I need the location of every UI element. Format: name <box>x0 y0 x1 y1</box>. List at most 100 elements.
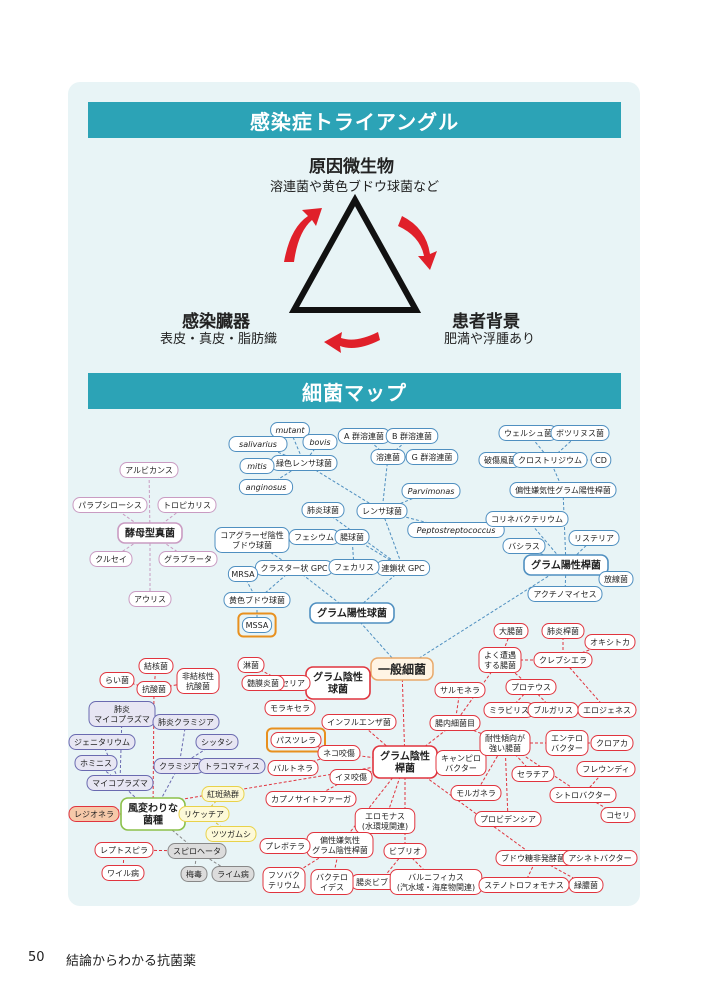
map-node-box <box>239 458 275 474</box>
map-node-box <box>264 700 316 716</box>
map-node-hominis: ホミニス <box>74 755 118 771</box>
map-node-label: バルトネラ <box>273 764 313 773</box>
map-node-mrsa: MRSA <box>227 566 259 582</box>
map-edge <box>122 849 125 874</box>
map-node-box <box>237 657 265 673</box>
map-node-label: 偏性嫌気性 <box>320 835 360 845</box>
map-node-morax: モラキセラ <box>264 700 316 716</box>
map-node-label: アルビカンス <box>125 466 173 475</box>
map-node-grpG: G 群溶連菌 <box>405 449 459 465</box>
map-node-box <box>598 571 634 587</box>
map-node-mycop: マイコプラズマ <box>86 775 154 791</box>
map-node-label: 肺炎 <box>114 705 130 714</box>
map-node-box <box>450 785 502 801</box>
map-node-anaer: 偏性嫌気性グラム陽性桿菌 <box>509 482 617 498</box>
map-node-label: プレボテラ <box>265 842 305 851</box>
map-node-box <box>562 850 638 866</box>
map-node-label: 梅毒 <box>186 869 202 879</box>
map-node-botul: ボツリヌス菌 <box>550 425 610 441</box>
map-node-label: エンテロ <box>551 734 583 743</box>
map-node-box <box>502 538 546 554</box>
map-node-box <box>321 714 397 730</box>
map-node-label: ライム病 <box>217 869 249 879</box>
map-node-label: リケッチア <box>184 810 224 819</box>
map-node-box <box>270 422 310 438</box>
map-node-dog: イヌ咬傷 <box>329 769 373 785</box>
map-node-welchii: ウェルシュ菌 <box>498 425 558 441</box>
map-node-label: ビブリオ <box>389 846 421 856</box>
map-node-chlamydp: 肺炎クラミジア <box>152 714 220 730</box>
map-node-box <box>301 502 345 518</box>
map-node-gpr: グラム陽性桿菌 <box>523 554 609 576</box>
map-edge <box>454 722 506 744</box>
map-node-box <box>136 681 172 697</box>
map-node-box <box>201 786 245 802</box>
map-node-albicans: アルビカンス <box>119 462 179 478</box>
map-node-label: グラム陽性桿菌 <box>531 559 601 572</box>
map-node-label: 腸球菌 <box>340 532 364 542</box>
map-node-box <box>354 808 416 834</box>
map-title-band: 細菌マップ <box>88 373 621 409</box>
map-node-grpB: B 群溶連菌 <box>385 428 439 444</box>
map-node-label: anginosus <box>246 483 287 492</box>
map-node-label: CD <box>595 456 607 465</box>
map-node-label: グラム陰性 <box>380 750 430 763</box>
map-node-label: キャンピロ <box>441 754 481 763</box>
map-node-mirab: ミラビリス <box>483 702 535 718</box>
map-node-lep: らい菌 <box>99 672 135 688</box>
map-node-vulg: ブルガリス <box>527 702 579 718</box>
map-node-label: カプノサイトファーガ <box>271 794 351 804</box>
triangle-top-label: 原因微生物 <box>309 157 394 177</box>
map-node-box <box>152 714 220 730</box>
map-node-label: 連鎖状 GPC <box>381 563 425 573</box>
map-node-freundii: フレウンディ <box>576 761 636 777</box>
map-node-citro: シトロバクター <box>549 787 617 803</box>
map-node-parap: パラプシローシス <box>72 497 148 513</box>
map-node-lepto: レプトスピラ <box>94 842 154 858</box>
map-node-vulnificus: バルニフィカス(汽水域・海産物関連) <box>389 869 483 895</box>
map-node-label: Peptostreptococcus <box>417 526 496 535</box>
map-node-label: コセリ <box>606 811 630 820</box>
map-node-box <box>74 755 118 771</box>
map-node-label: マイコプラズマ <box>92 778 148 788</box>
map-node-label: コリネバクテリウム <box>491 515 563 524</box>
map-node-bartonella: バルトネラ <box>267 760 319 776</box>
map-node-label: バクター <box>551 744 583 753</box>
map-node-box <box>228 436 288 452</box>
map-node-label: 抗酸菌 <box>142 684 166 694</box>
triangle-title: 感染症トライアングル <box>249 109 460 134</box>
map-node-box <box>302 434 338 450</box>
map-node-pepto: Peptostreptococcus <box>407 522 505 538</box>
map-edge <box>152 688 155 815</box>
map-node-label: 腸内細菌目 <box>435 718 475 728</box>
map-node-label: クラミジア <box>159 762 199 771</box>
map-node-capno: カプノサイトファーガ <box>265 791 357 807</box>
map-node-label: 緑色レンサ球菌 <box>276 458 332 468</box>
map-node-box <box>550 425 610 441</box>
map-edge <box>322 509 404 569</box>
map-node-label: エロジェネス <box>583 706 631 715</box>
map-node-box <box>493 623 529 639</box>
map-node-box <box>533 652 593 668</box>
map-node-box <box>385 428 439 444</box>
map-node-label: ナイセリア <box>265 679 305 688</box>
map-node-label: 耐性傾向が <box>485 733 525 743</box>
map-node-chlamydia: クラミジア <box>153 758 205 774</box>
map-edge <box>153 665 157 690</box>
map-node-pseudo: 緑膿菌 <box>568 877 604 893</box>
map-node-label: アシネトバクター <box>568 854 631 863</box>
map-node-hemo: 溶連菌 <box>370 449 406 465</box>
map-node-box <box>405 449 459 465</box>
map-node-label: ブドウ球菌 <box>232 540 272 550</box>
map-node-genital: ジェニタリウム <box>68 734 136 750</box>
map-node-label: 菌種 <box>143 814 163 827</box>
map-node-lancet: レンサ球菌 <box>356 503 408 519</box>
map-node-label: G 群溶連菌 <box>412 452 453 462</box>
map-edge <box>381 510 404 569</box>
